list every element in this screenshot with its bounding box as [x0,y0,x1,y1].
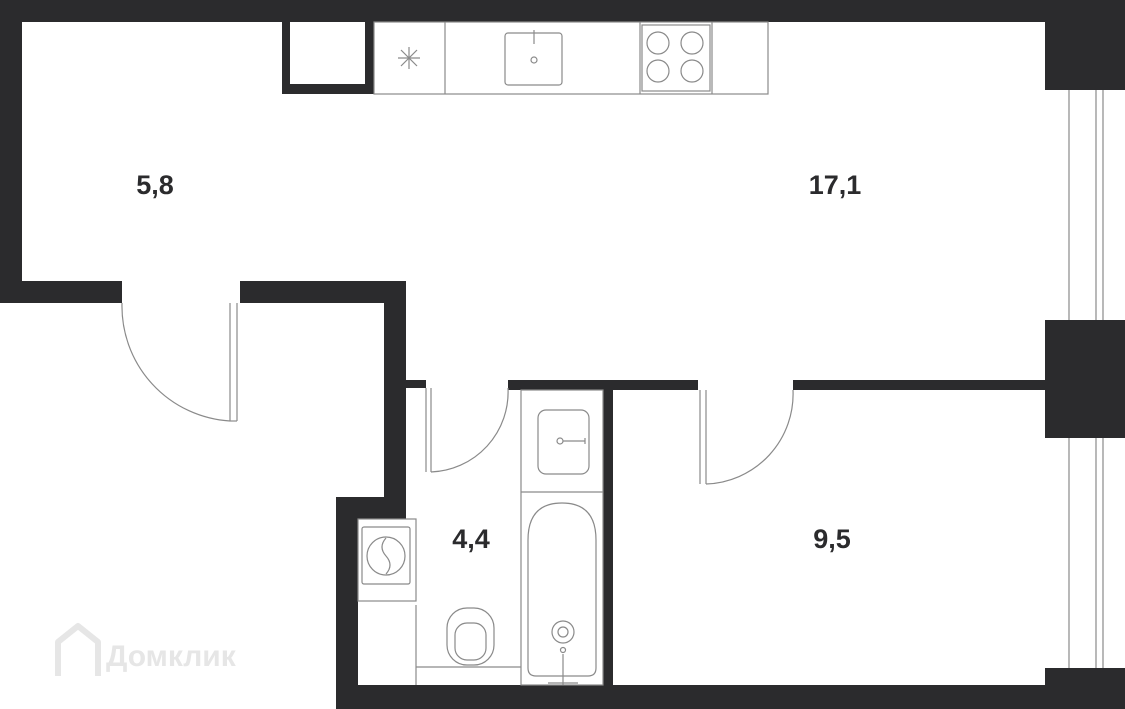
wash-basin-icon [537,409,590,475]
washing-machine-icon [361,526,411,585]
room-area-kitchen-living: 17,1 [809,170,862,200]
watermark-text: Домклик [106,640,237,673]
room-area-bedroom: 9,5 [813,524,851,554]
house-logo-icon [55,623,101,676]
room-labels: 5,8 17,1 4,4 9,5 [136,170,861,554]
kitchen-sink-icon [504,30,563,86]
bathroom-fixtures-outline [357,389,604,686]
kitchen-counter [373,21,769,95]
doors [121,302,794,485]
watermark: Домклик [55,623,237,676]
cooktop-icon [641,24,711,92]
toilet-icon [446,607,495,666]
room-area-hall: 5,8 [136,170,174,200]
windows [1068,90,1104,668]
kitchen-niche [290,22,365,84]
fridge-icon [398,47,420,69]
room-area-bathroom: 4,4 [452,524,490,554]
bathtub-icon [527,502,597,685]
